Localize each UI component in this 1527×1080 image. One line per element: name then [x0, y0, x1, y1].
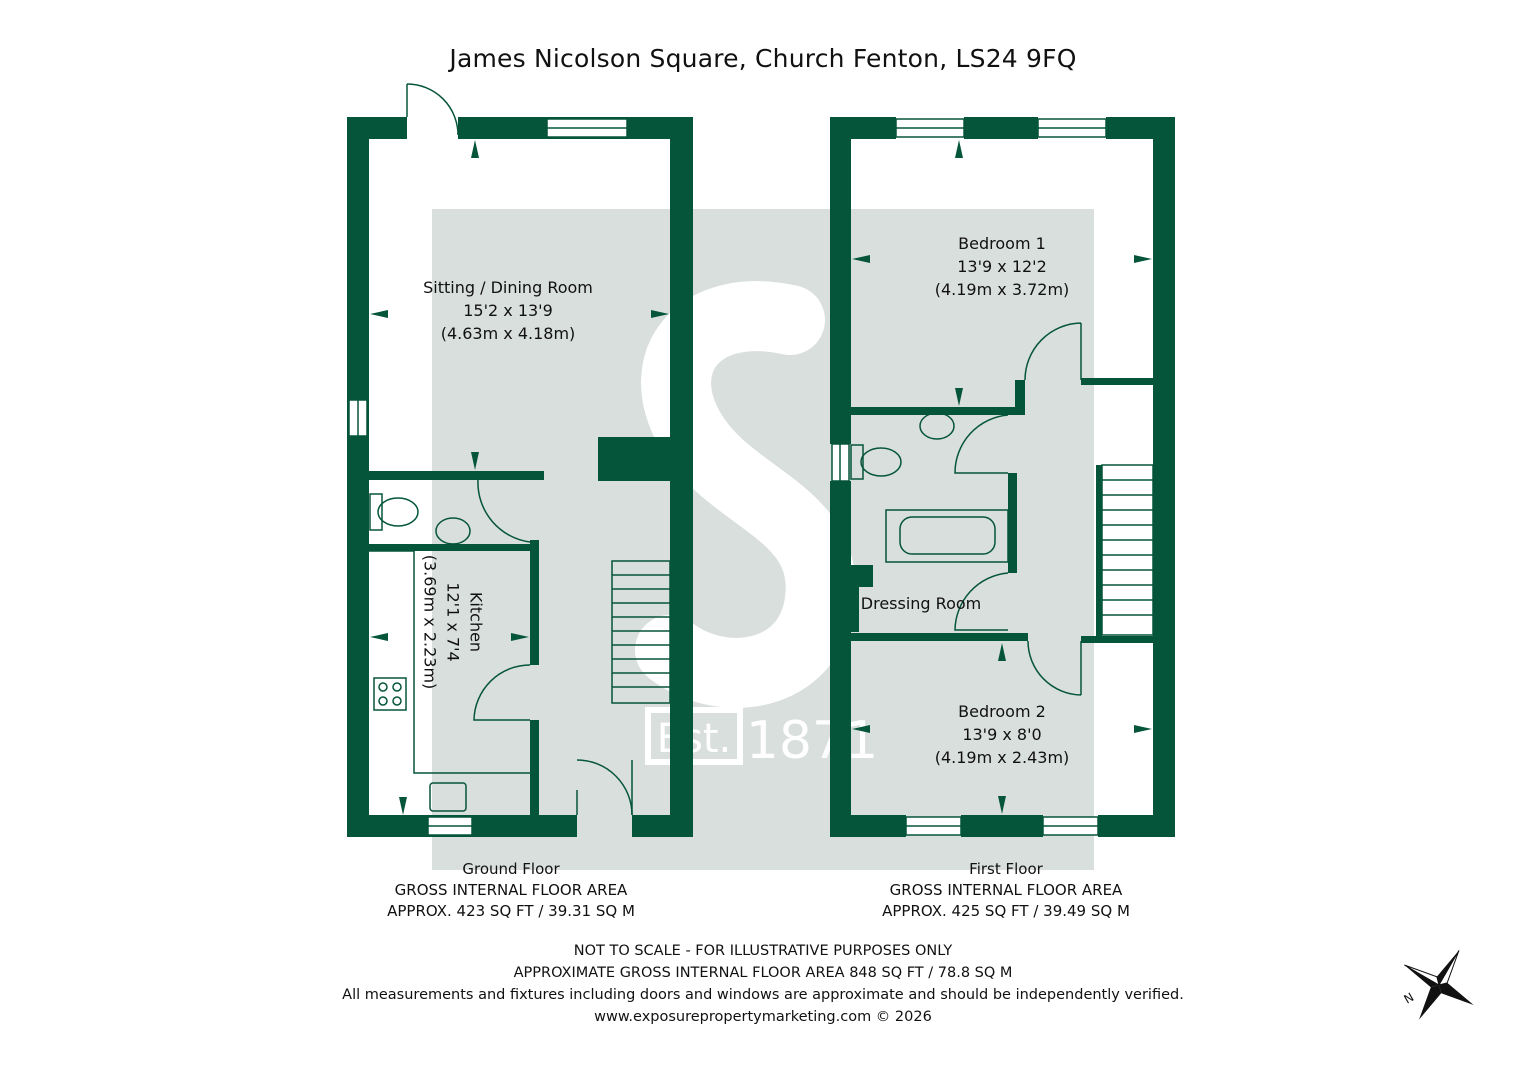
kitchen-dims-imperial: 12'1 x 7'4 [443, 582, 463, 662]
bedroom2-dims-metric: (4.19m x 2.43m) [934, 748, 1070, 767]
sitting-room-dims-metric: (4.63m x 4.18m) [440, 324, 576, 343]
page-title: James Nicolson Square, Church Fenton, LS… [449, 44, 1077, 73]
first-floor-windows [831, 118, 1107, 836]
kitchen-name: Kitchen [466, 591, 486, 653]
bedroom1-name: Bedroom 1 [958, 234, 1046, 253]
ground-floor-area-heading: GROSS INTERNAL FLOOR AREA [394, 881, 628, 899]
ground-floor-area-value: APPROX. 423 SQ FT / 39.31 SQ M [387, 902, 635, 920]
kitchen-dims-metric: (3.69m x 2.23m) [420, 554, 440, 690]
sitting-room-name: Sitting / Dining Room [423, 278, 593, 297]
footer-line4: www.exposurepropertymarketing.com © 2026 [594, 1009, 932, 1025]
ground-floor-windows [348, 118, 628, 836]
first-floor-fixtures [850, 322, 1154, 696]
bedroom2-dims-imperial: 13'9 x 8'0 [962, 725, 1042, 744]
sitting-room-label: Sitting / Dining Room 15'2 x 13'9 (4.63m… [423, 276, 593, 345]
first-floor-area-heading: GROSS INTERNAL FLOOR AREA [889, 881, 1123, 899]
first-floor-walls [830, 117, 1175, 837]
first-floor-caption: First Floor GROSS INTERNAL FLOOR AREA AP… [882, 859, 1130, 922]
first-floor-area-value: APPROX. 425 SQ FT / 39.49 SQ M [882, 902, 1130, 920]
footer-line1: NOT TO SCALE - FOR ILLUSTRATIVE PURPOSES… [573, 943, 953, 959]
watermark-badge-text: Est. [657, 716, 732, 762]
ground-floor-walls [347, 117, 693, 837]
compass-icon [1404, 950, 1474, 1020]
footer-line3: All measurements and fixtures including … [342, 987, 1184, 1003]
first-floor-label: First Floor [969, 860, 1043, 878]
dressing-room-label: Dressing Room [860, 594, 982, 613]
bedroom2-label: Bedroom 2 13'9 x 8'0 (4.19m x 2.43m) [935, 700, 1070, 769]
ground-floor-label: Ground Floor [462, 860, 560, 878]
ground-floor-doors [369, 83, 671, 816]
first-floor-dimension-arrows [852, 140, 1152, 814]
kitchen-label: Kitchen 12'1 x 7'4 (3.69m x 2.23m) [419, 555, 488, 690]
bedroom1-dims-metric: (4.19m x 3.72m) [934, 280, 1070, 299]
bedroom1-label: Bedroom 1 13'9 x 12'2 (4.19m x 3.72m) [935, 232, 1070, 301]
ground-floor-caption: Ground Floor GROSS INTERNAL FLOOR AREA A… [387, 859, 635, 922]
bedroom2-name: Bedroom 2 [958, 702, 1046, 721]
watermark-year-text: 1871 [746, 711, 878, 771]
sitting-room-dims-imperial: 15'2 x 13'9 [463, 301, 553, 320]
footer-line2: APPROXIMATE GROSS INTERNAL FLOOR AREA 84… [513, 965, 1013, 981]
compass-north-label: N [1402, 990, 1417, 1007]
footer-disclaimer: NOT TO SCALE - FOR ILLUSTRATIVE PURPOSES… [342, 940, 1184, 1028]
bedroom1-dims-imperial: 13'9 x 12'2 [957, 257, 1047, 276]
ground-floor-dimension-arrows [370, 140, 669, 815]
